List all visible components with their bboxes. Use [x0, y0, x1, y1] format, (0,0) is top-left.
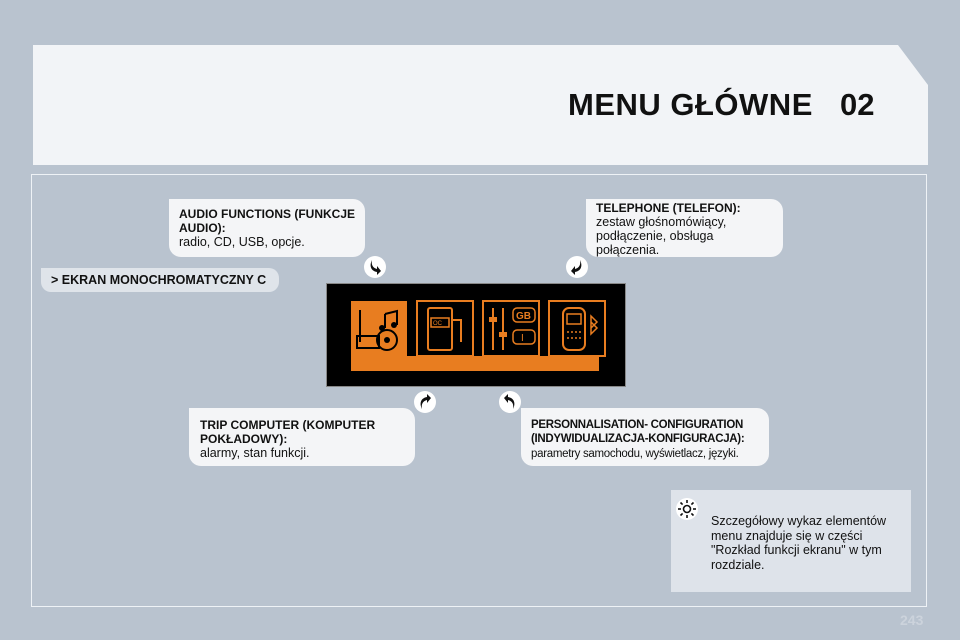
page-number: 243	[900, 612, 924, 628]
trip-computer-icon: OC	[416, 300, 474, 357]
telephone-box: TELEPHONE (TELEFON): zestaw głośnomówiąc…	[586, 199, 783, 257]
audio-heading: AUDIO FUNCTIONS (FUNKCJE AUDIO):	[179, 207, 355, 235]
content-panel	[31, 174, 927, 607]
arrow-down-right-icon	[364, 256, 386, 278]
arrow-up-left-icon	[499, 391, 521, 413]
info-note: Szczegółowy wykaz elementów menu znajduj…	[671, 490, 911, 592]
section-tag: > EKRAN MONOCHROMATYCZNY C	[41, 268, 279, 292]
audio-functions-box: AUDIO FUNCTIONS (FUNKCJE AUDIO): radio, …	[169, 199, 365, 257]
svg-text:GB: GB	[516, 311, 531, 322]
trip-computer-box: TRIP COMPUTER (KOMPUTER POKŁADOWY): alar…	[189, 408, 415, 466]
audio-body: radio, CD, USB, opcje.	[179, 235, 305, 249]
page-title: MENU GŁÓWNE	[568, 87, 813, 122]
svg-text:OC: OC	[433, 321, 443, 327]
info-note-text: Szczegółowy wykaz elementów menu znajduj…	[711, 514, 887, 572]
monochrome-display: OC GB I	[326, 283, 626, 387]
tip-sun-icon	[676, 498, 698, 520]
audio-icon	[351, 301, 407, 356]
trip-body: alarmy, stan funkcji.	[200, 446, 310, 460]
telephone-body: zestaw głośnomówiący, podłączenie, obsłu…	[596, 215, 727, 257]
personalisation-heading-1: PERSONNALISATION- CONFIGURATION	[531, 419, 743, 431]
header-panel	[33, 45, 928, 165]
svg-text:I: I	[521, 333, 524, 344]
arrow-up-right-icon	[414, 391, 436, 413]
telephone-icon	[548, 300, 606, 357]
trip-heading: TRIP COMPUTER (KOMPUTER POKŁADOWY):	[200, 418, 376, 446]
telephone-heading: TELEPHONE (TELEFON):	[596, 201, 741, 215]
personalisation-body: parametry samochodu, wyświetlacz, języki…	[531, 448, 739, 460]
settings-sliders-icon: GB I	[482, 300, 540, 357]
chapter-number: 02	[840, 87, 875, 122]
personalisation-box: PERSONNALISATION- CONFIGURATION (INDYWID…	[521, 408, 769, 466]
personalisation-heading-2: (INDYWIDUALIZACJA-KONFIGURACJA):	[531, 433, 745, 445]
arrow-down-left-icon	[566, 256, 588, 278]
